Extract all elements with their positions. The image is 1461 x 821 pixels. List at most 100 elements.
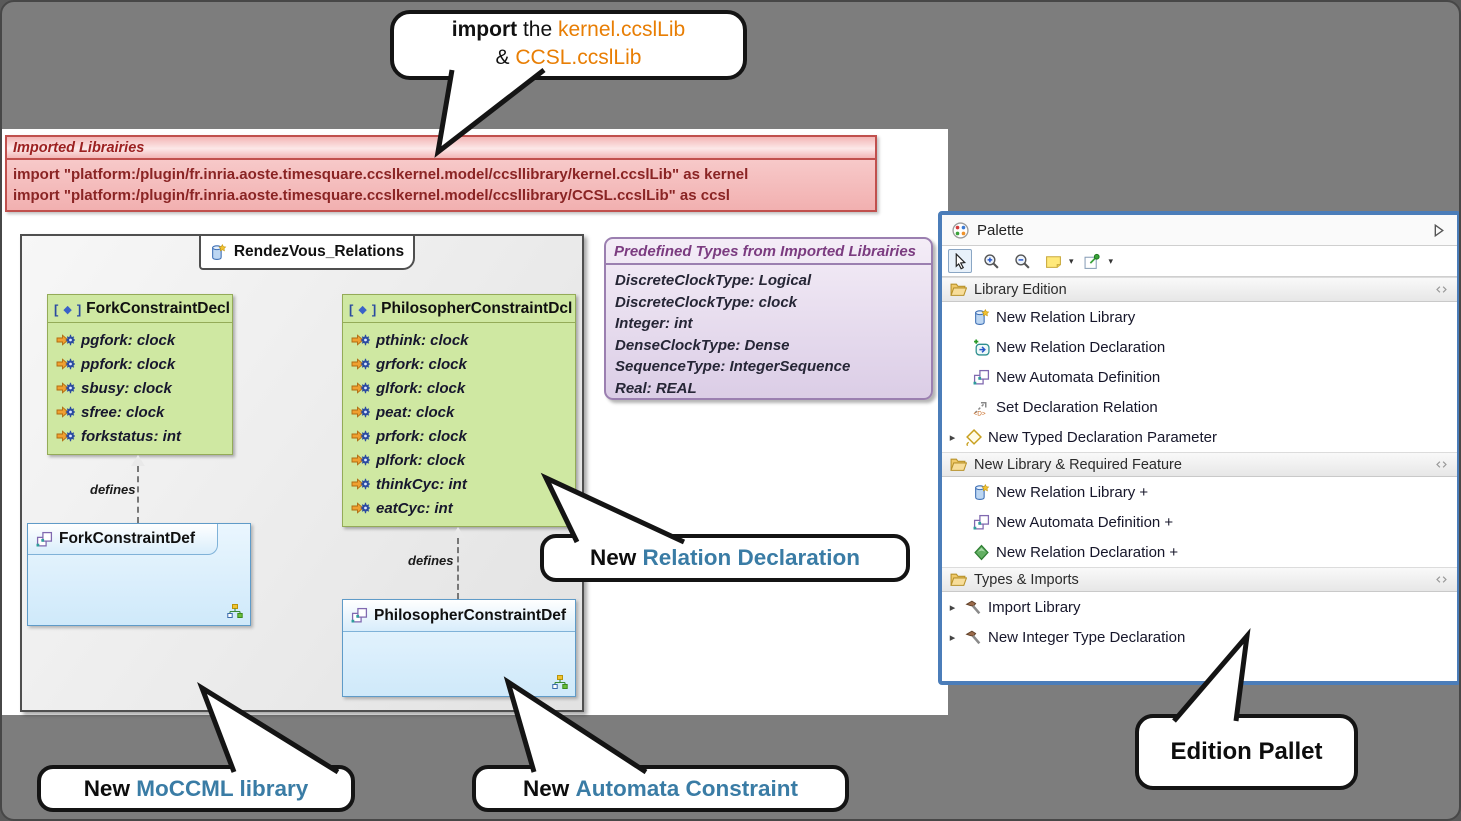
attribute-row[interactable]: thinkCyc: int xyxy=(351,472,571,496)
callout-text: kernel.ccslLib xyxy=(557,18,686,41)
palette-icon xyxy=(952,222,969,239)
predefined-types-panel[interactable]: Predefined Types from Imported Librairie… xyxy=(604,237,933,400)
callout-text: New xyxy=(589,545,643,570)
palette-item-new-relation-library-plus[interactable]: New Relation Library + xyxy=(942,477,1457,507)
expand-caret-icon[interactable]: ▸ xyxy=(949,631,956,644)
decl-bracket-icon: ] xyxy=(76,301,82,317)
palette-item-set-declaration-relation[interactable]: Set Declaration Relation xyxy=(942,392,1457,422)
import-callout-line2: & CCSL.ccslLib xyxy=(496,45,642,73)
callout-text: New xyxy=(83,775,137,801)
expand-caret-icon[interactable]: ▸ xyxy=(949,601,956,614)
attribute-row[interactable]: peat: clock xyxy=(351,400,571,424)
attribute-row[interactable]: eatCyc: int xyxy=(351,496,571,520)
attribute-row[interactable]: forkstatus: int xyxy=(56,424,228,448)
palette-item-new-automata-definition[interactable]: New Automata Definition xyxy=(942,362,1457,392)
node-title: ForkConstraintDecl xyxy=(86,300,230,317)
palette-item-new-relation-library[interactable]: New Relation Library xyxy=(942,302,1457,332)
parameter-icon xyxy=(351,477,370,491)
attribute-label: sfree: clock xyxy=(81,403,165,421)
note-tool-button[interactable] xyxy=(1041,249,1065,273)
imported-libraries-title: Imported Librairies xyxy=(7,137,875,160)
attribute-row[interactable]: prfork: clock xyxy=(351,424,571,448)
new-automata-constraint-callout: New Automata Constraint xyxy=(472,765,849,812)
attribute-label: pgfork: clock xyxy=(81,331,176,349)
attribute-label: peat: clock xyxy=(376,403,455,421)
palette-item-new-integer-type-declaration[interactable]: ▸ New Integer Type Declaration xyxy=(942,622,1457,652)
callout-text: the xyxy=(517,18,558,41)
parameter-icon xyxy=(351,381,370,395)
relation-declaration-icon xyxy=(973,339,990,356)
imported-libraries-body: import "platform:/plugin/fr.inria.aoste.… xyxy=(7,160,875,210)
attribute-row[interactable]: plfork: clock xyxy=(351,448,571,472)
type-entry: DiscreteClockType: clock xyxy=(615,293,798,311)
decl-bracket-icon: [ xyxy=(54,301,59,317)
attribute-row[interactable]: sbusy: clock xyxy=(56,376,228,400)
palette-item-new-automata-definition-plus[interactable]: New Automata Definition + xyxy=(942,507,1457,537)
tab-label: RendezVous_Relations xyxy=(233,243,405,260)
cursor-icon xyxy=(952,253,969,270)
attribute-row[interactable]: pgfork: clock xyxy=(56,328,228,352)
expand-caret-icon[interactable]: ▸ xyxy=(949,431,956,444)
zoom-out-button[interactable] xyxy=(1010,249,1034,273)
defines-arrowhead xyxy=(130,453,146,466)
palette-item-label: New Automata Definition + xyxy=(996,513,1174,531)
attribute-label: pthink: clock xyxy=(376,331,469,349)
edition-pallet-callout: Edition Pallet xyxy=(1135,714,1358,790)
palette-panel: Palette ▾ ▾ Library Edition New Relation… xyxy=(938,211,1459,685)
rendezvous-relations-tab[interactable]: RendezVous_Relations xyxy=(199,236,415,270)
palette-title: Palette xyxy=(977,221,1024,239)
dropdown-caret-icon[interactable]: ▾ xyxy=(1108,255,1114,266)
palette-item-label: New Relation Library xyxy=(996,308,1136,326)
imported-libraries-panel[interactable]: Imported Librairies import "platform:/pl… xyxy=(5,135,877,212)
palette-section-new-library-required-feature[interactable]: New Library & Required Feature xyxy=(942,452,1457,477)
hammer-icon xyxy=(965,629,982,646)
parameter-icon xyxy=(351,501,370,515)
pin-tool-button[interactable] xyxy=(1081,249,1105,273)
palette-header[interactable]: Palette xyxy=(942,215,1457,246)
import-statement: import "platform:/plugin/fr.inria.aoste.… xyxy=(13,166,749,183)
collapse-arrow-icon[interactable] xyxy=(1430,222,1447,239)
palette-section-types-imports[interactable]: Types & Imports xyxy=(942,567,1457,592)
philosopher-constraint-decl-node[interactable]: [◆] PhilosopherConstraintDcl pthink: clo… xyxy=(342,294,576,527)
parameter-icon xyxy=(56,429,75,443)
attribute-label: eatCyc: int xyxy=(376,499,453,517)
fork-constraint-decl-node[interactable]: [◆] ForkConstraintDecl pgfork: clock ppf… xyxy=(47,294,233,455)
pin-toggle-icon[interactable] xyxy=(1434,283,1449,296)
select-tool-button[interactable] xyxy=(948,249,972,273)
relation-library-icon xyxy=(210,244,227,261)
hammer-icon xyxy=(965,599,982,616)
attribute-label: thinkCyc: int xyxy=(376,475,467,493)
palette-section-library-edition[interactable]: Library Edition xyxy=(942,277,1457,302)
fork-constraint-def-node[interactable]: ForkConstraintDef xyxy=(27,523,251,626)
automata-definition-icon xyxy=(351,607,368,624)
attribute-row[interactable]: pthink: clock xyxy=(351,328,571,352)
attribute-row[interactable]: glfork: clock xyxy=(351,376,571,400)
attribute-row[interactable]: sfree: clock xyxy=(56,400,228,424)
automata-definition-icon xyxy=(36,531,53,548)
palette-item-new-relation-declaration-plus[interactable]: New Relation Declaration + xyxy=(942,537,1457,567)
dropdown-caret-icon[interactable]: ▾ xyxy=(1069,255,1074,266)
zoom-out-icon xyxy=(1014,253,1031,270)
defines-connection[interactable] xyxy=(457,538,459,599)
hierarchy-icon xyxy=(552,675,568,690)
defines-arrowhead xyxy=(450,525,466,538)
type-entry: Real: REAL xyxy=(615,379,697,397)
callout-text: New xyxy=(522,775,576,801)
palette-item-new-relation-declaration[interactable]: New Relation Declaration xyxy=(942,332,1457,362)
palette-item-import-library[interactable]: ▸ Import Library xyxy=(942,592,1457,622)
palette-item-new-typed-declaration-parameter[interactable]: ▸ New Typed Declaration Parameter xyxy=(942,422,1457,452)
pin-toggle-icon[interactable] xyxy=(1434,573,1449,586)
zoom-in-button[interactable] xyxy=(979,249,1003,273)
attribute-row[interactable]: ppfork: clock xyxy=(56,352,228,376)
automata-definition-icon xyxy=(973,369,990,386)
palette-item-label: New Relation Declaration + xyxy=(996,543,1179,561)
palette-item-label: New Integer Type Declaration xyxy=(988,628,1186,646)
callout-text: Edition Pallet xyxy=(1170,738,1323,765)
pin-toggle-icon[interactable] xyxy=(1434,458,1449,471)
parameter-icon xyxy=(351,453,370,467)
philosopher-constraint-def-node[interactable]: PhilosopherConstraintDef xyxy=(342,599,576,697)
import-callout: import the kernel.ccslLib & CCSL.ccslLib xyxy=(390,10,747,80)
attribute-row[interactable]: grfork: clock xyxy=(351,352,571,376)
defines-connection[interactable] xyxy=(137,466,139,523)
